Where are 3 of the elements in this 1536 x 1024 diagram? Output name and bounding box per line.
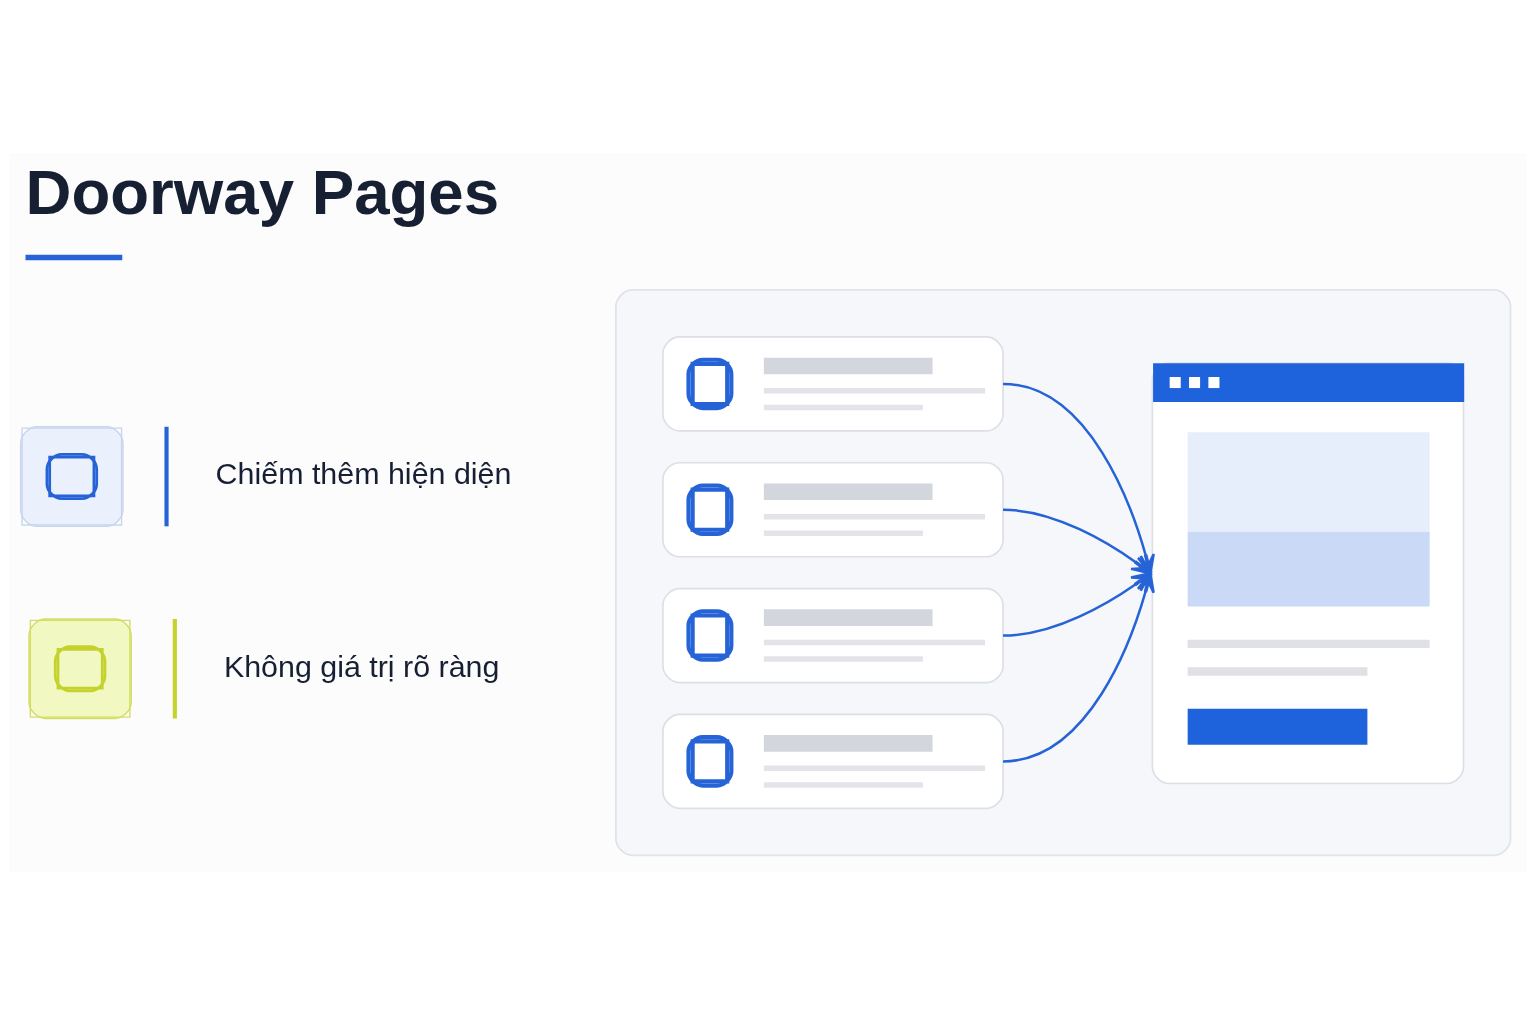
label: Không giá trị rõ ràng xyxy=(223,647,500,682)
diagram-title: Doorway Pages xyxy=(25,155,500,227)
label: Chiếm thêm hiện diện xyxy=(215,455,512,490)
